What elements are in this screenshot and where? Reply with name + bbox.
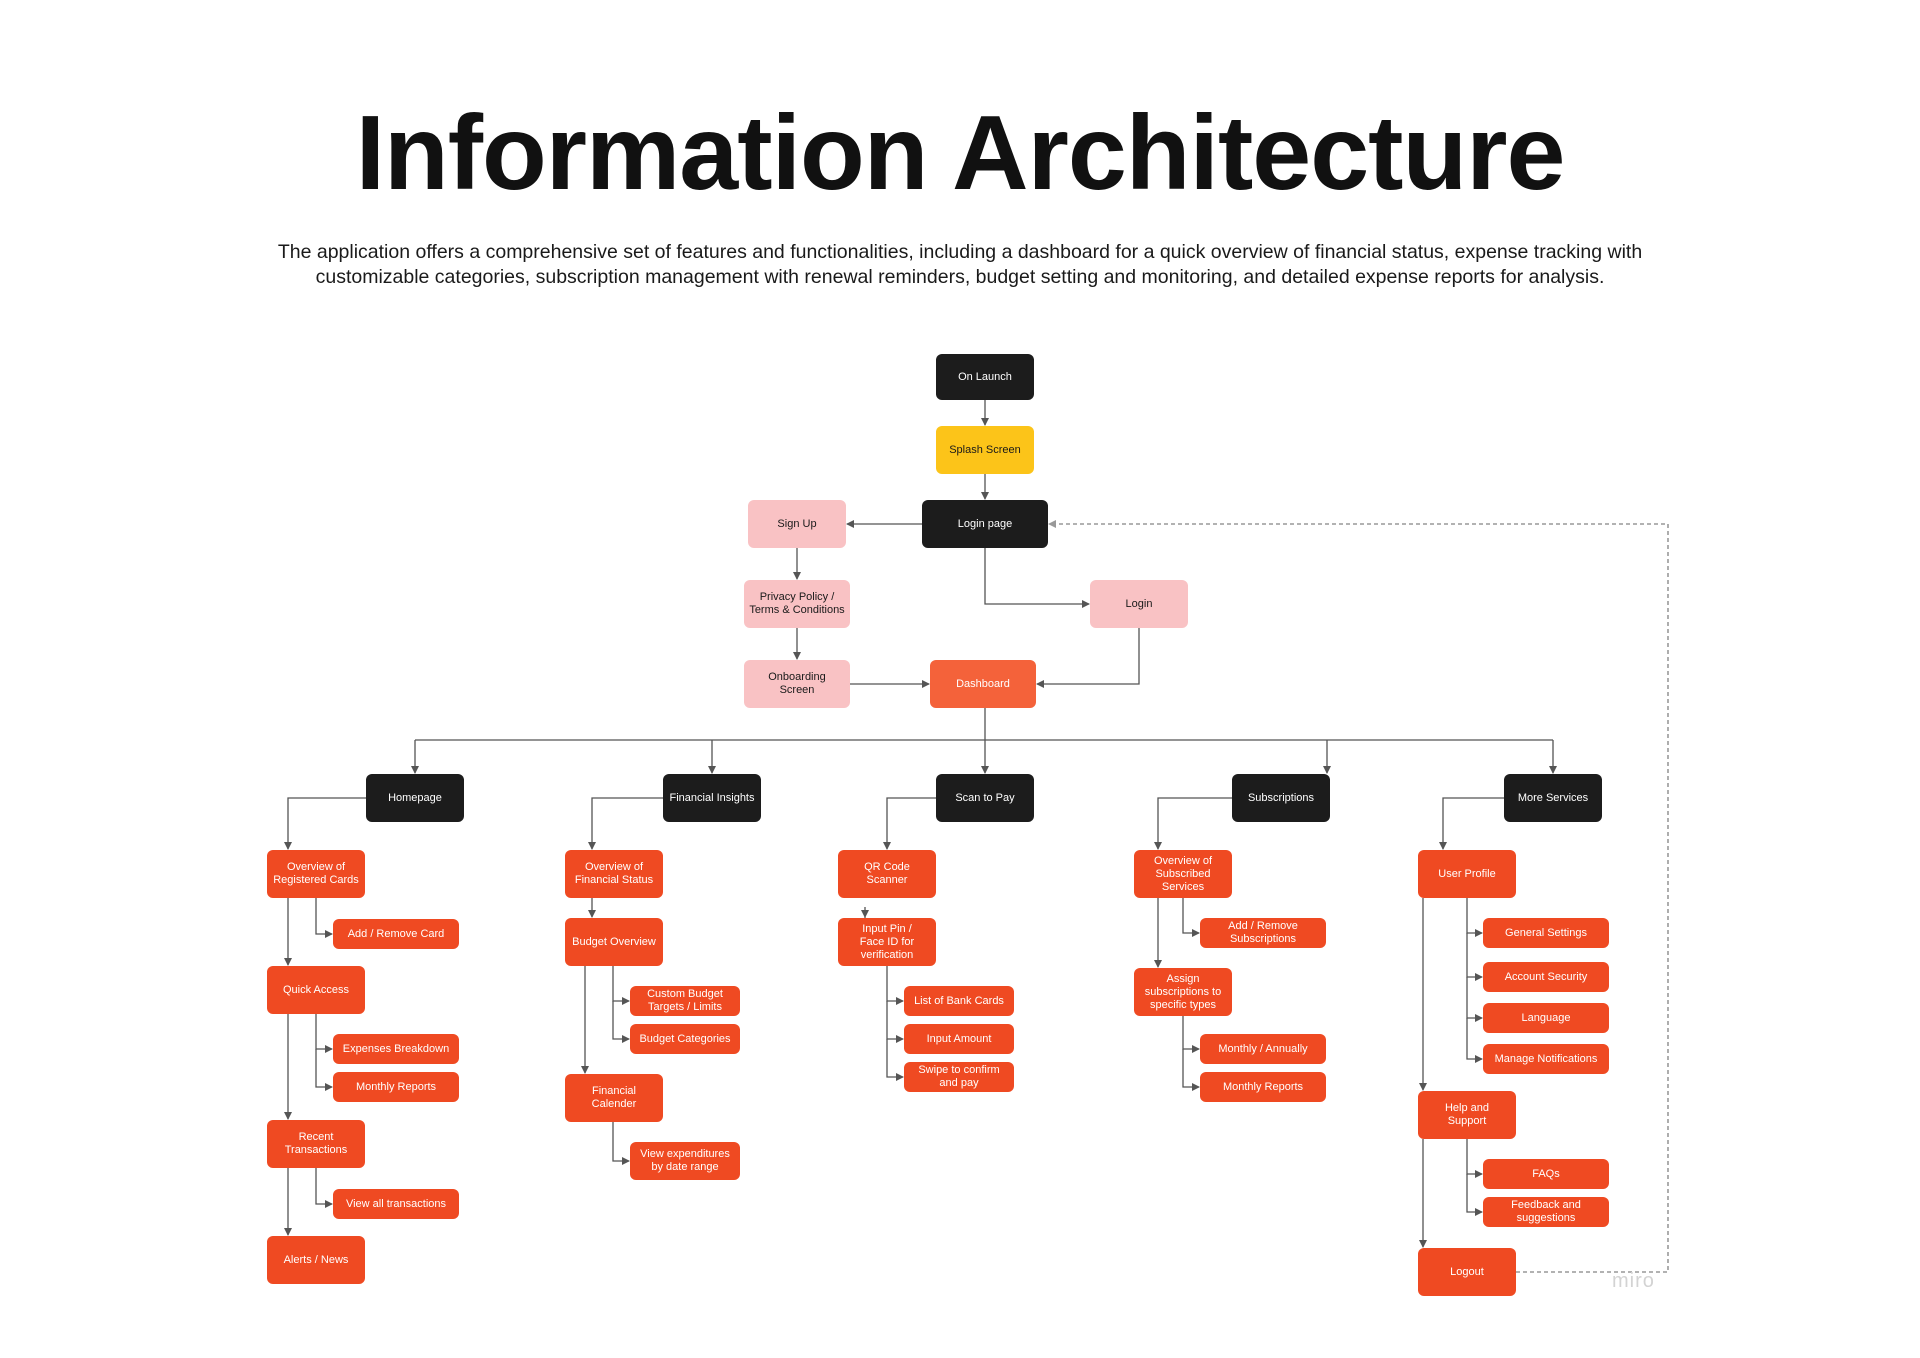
node-faqs[interactable]: FAQs <box>1483 1159 1609 1189</box>
node-logout[interactable]: Logout <box>1418 1248 1516 1296</box>
node-list-bank-cards[interactable]: List of Bank Cards <box>904 986 1014 1016</box>
node-recent-transactions[interactable]: Recent Transactions <box>267 1120 365 1168</box>
connector-26 <box>612 966 630 1005</box>
node-expenses-breakdown[interactable]: Expenses Breakdown <box>333 1034 459 1064</box>
node-login-page[interactable]: Login page <box>922 500 1048 548</box>
node-general-settings[interactable]: General Settings <box>1483 918 1609 948</box>
connector-40 <box>1439 797 1504 850</box>
connector-45 <box>1466 977 1483 1022</box>
node-user-profile[interactable]: User Profile <box>1418 850 1516 898</box>
node-onboarding-screen[interactable]: Onboarding Screen <box>744 660 850 708</box>
node-swipe-to-confirm[interactable]: Swipe to confirm and pay <box>904 1062 1014 1092</box>
node-assign-subscriptions[interactable]: Assign subscriptions to specific types <box>1134 968 1232 1016</box>
connector-27 <box>612 1001 630 1043</box>
connector-32 <box>886 966 904 1005</box>
connector-35 <box>1154 797 1232 850</box>
node-manage-notifications[interactable]: Manage Notifications <box>1483 1044 1609 1074</box>
connector-39 <box>1182 1049 1200 1091</box>
node-overview-registered-cards[interactable]: Overview of Registered Cards <box>267 850 365 898</box>
connector-37 <box>1182 898 1200 937</box>
node-budget-categories[interactable]: Budget Categories <box>630 1024 740 1054</box>
node-monthly-annually[interactable]: Monthly / Annually <box>1200 1034 1326 1064</box>
connector-5 <box>984 548 1090 608</box>
connector-21 <box>315 1049 333 1091</box>
connector-38 <box>1182 1016 1200 1053</box>
connector-15 <box>284 797 366 850</box>
node-quick-access[interactable]: Quick Access <box>267 966 365 1014</box>
connector-44 <box>1466 933 1483 981</box>
node-add-remove-subscriptions[interactable]: Add / Remove Subscriptions <box>1200 918 1326 948</box>
node-dashboard[interactable]: Dashboard <box>930 660 1036 708</box>
node-add-remove-card[interactable]: Add / Remove Card <box>333 919 459 949</box>
node-scan-to-pay[interactable]: Scan to Pay <box>936 774 1034 822</box>
node-alerts-news[interactable]: Alerts / News <box>267 1236 365 1284</box>
connector-33 <box>886 1001 904 1043</box>
connector-46 <box>1466 1018 1483 1063</box>
connector-34 <box>886 1039 904 1081</box>
page-description: The application offers a comprehensive s… <box>277 241 1643 288</box>
node-input-amount[interactable]: Input Amount <box>904 1024 1014 1054</box>
miro-watermark: miro <box>1612 1270 1655 1292</box>
node-financial-insights[interactable]: Financial Insights <box>663 774 761 822</box>
node-overview-financial-status[interactable]: Overview of Financial Status <box>565 850 663 898</box>
connector-7 <box>1036 628 1140 688</box>
node-budget-overview[interactable]: Budget Overview <box>565 918 663 966</box>
connector-29 <box>883 797 936 850</box>
node-custom-budget-targets[interactable]: Custom Budget Targets / Limits <box>630 986 740 1016</box>
connector-28 <box>612 1122 630 1165</box>
node-language[interactable]: Language <box>1483 1003 1609 1033</box>
node-account-security[interactable]: Account Security <box>1483 962 1609 992</box>
node-input-pin[interactable]: Input Pin / Face ID for verification <box>838 918 936 966</box>
node-sign-up[interactable]: Sign Up <box>748 500 846 548</box>
connector-43 <box>1466 898 1483 937</box>
node-help-support[interactable]: Help and Support <box>1418 1091 1516 1139</box>
node-login[interactable]: Login <box>1090 580 1188 628</box>
page-title: Information Architecture <box>355 94 1566 212</box>
connector-48 <box>1466 1174 1483 1216</box>
node-overview-subscribed-services[interactable]: Overview of Subscribed Services <box>1134 850 1232 898</box>
node-view-expenditures[interactable]: View expenditures by date range <box>630 1142 740 1180</box>
node-homepage[interactable]: Homepage <box>366 774 464 822</box>
connector-47 <box>1466 1139 1483 1178</box>
node-financial-calendar[interactable]: Financial Calender <box>565 1074 663 1122</box>
node-qr-code-scanner[interactable]: QR Code Scanner <box>838 850 936 898</box>
node-homepage-monthly-reports[interactable]: Monthly Reports <box>333 1072 459 1102</box>
node-privacy-policy[interactable]: Privacy Policy / Terms & Conditions <box>744 580 850 628</box>
connector-49 <box>1048 520 1669 1273</box>
node-view-all-transactions[interactable]: View all transactions <box>333 1189 459 1219</box>
node-subscriptions[interactable]: Subscriptions <box>1232 774 1330 822</box>
node-subscriptions-monthly-reports[interactable]: Monthly Reports <box>1200 1072 1326 1102</box>
connector-19 <box>315 898 333 938</box>
node-splash-screen[interactable]: Splash Screen <box>936 426 1034 474</box>
node-feedback-suggestions[interactable]: Feedback and suggestions <box>1483 1197 1609 1227</box>
connector-20 <box>315 1014 333 1053</box>
connector-22 <box>315 1168 333 1208</box>
node-more-services[interactable]: More Services <box>1504 774 1602 822</box>
node-on-launch[interactable]: On Launch <box>936 354 1034 400</box>
connector-23 <box>588 797 663 850</box>
diagram-board: On Launch Splash Screen Login page Sign … <box>240 328 1680 1328</box>
connector-lines <box>284 400 1669 1273</box>
